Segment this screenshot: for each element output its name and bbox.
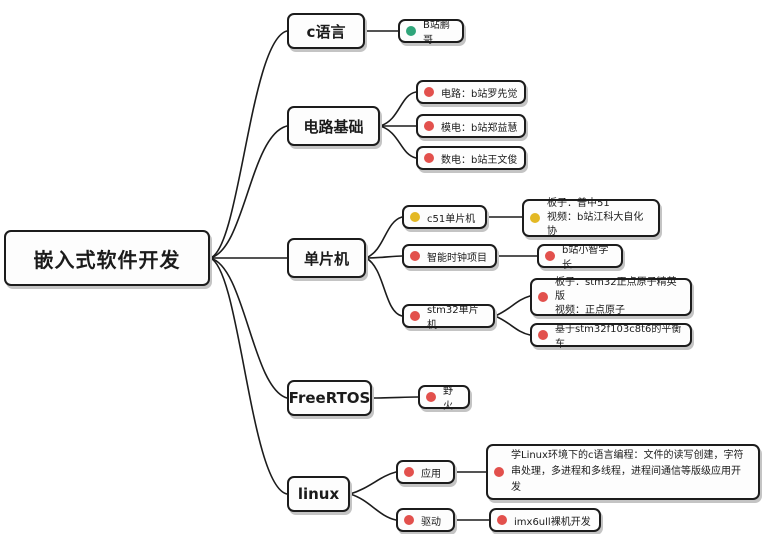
leaf-line: 发 xyxy=(511,482,521,493)
node-label: stm32单片机 xyxy=(427,305,479,331)
red-dot-icon xyxy=(494,467,504,477)
red-dot-icon xyxy=(424,87,434,97)
branch-label: c语言 xyxy=(306,22,346,41)
leaf-stm32-project[interactable]: 基于stm32f103c8t6的平衡车 xyxy=(530,323,692,350)
link-root-circuit xyxy=(209,125,288,259)
link-circuit-3 xyxy=(379,125,417,159)
link-mcu-stm32 xyxy=(365,257,403,317)
link-root-c xyxy=(209,30,288,259)
leaf-c-resource[interactable]: B站鹏哥 xyxy=(398,19,464,46)
leaf-label: 野火 xyxy=(443,386,453,412)
node-label: 应用 xyxy=(421,468,441,480)
branch-linux[interactable]: linux xyxy=(287,476,350,512)
branch-freertos[interactable]: FreeRTOS xyxy=(287,380,372,416)
link-linux-app xyxy=(349,471,397,495)
leaf-line: 板子：stm32正点原子精英版 xyxy=(555,277,677,302)
branch-label: linux xyxy=(297,485,340,503)
leaf-lines: 板子：stm32正点原子精英版 视频：正点原子 xyxy=(555,276,684,318)
node-linux-app[interactable]: 应用 xyxy=(396,460,455,484)
red-dot-icon xyxy=(424,153,434,163)
branch-circuit-basics[interactable]: 电路基础 xyxy=(287,106,380,146)
link-root-rtos xyxy=(209,257,288,399)
red-dot-icon xyxy=(497,515,507,525)
leaf-rtos-resource[interactable]: 野火 xyxy=(418,385,470,412)
branch-label: 单片机 xyxy=(303,249,349,268)
red-dot-icon xyxy=(538,292,548,302)
node-linux-driver[interactable]: 驱动 xyxy=(396,508,455,532)
node-label: 驱动 xyxy=(421,516,441,528)
leaf-circuit-2[interactable]: 模电：b站郑益慧 xyxy=(416,114,526,138)
red-dot-icon xyxy=(404,467,414,477)
leaf-linux-app-detail[interactable]: 学Linux环境下的c语言编程：文件的读写创建，字符 串处理，多进程和多线程，进… xyxy=(486,444,760,500)
red-dot-icon xyxy=(545,251,555,261)
leaf-label: 模电：b站郑益慧 xyxy=(441,122,518,134)
leaf-line: 板子：普中51 xyxy=(547,198,610,209)
branch-c-language[interactable]: c语言 xyxy=(287,13,365,49)
red-dot-icon xyxy=(410,251,420,261)
node-smart-clock[interactable]: 智能时钟项目 xyxy=(402,244,497,268)
red-dot-icon xyxy=(424,121,434,131)
link-stm32-a xyxy=(494,295,531,317)
red-dot-icon xyxy=(538,330,548,340)
leaf-stm32-board[interactable]: 板子：stm32正点原子精英版 视频：正点原子 xyxy=(530,276,692,318)
leaf-label: b站小智学长 xyxy=(562,245,609,271)
leaf-line: 串处理，多进程和多线程，进程间通信等版级应用开 xyxy=(511,466,741,477)
leaf-line: 视频：正点原子 xyxy=(555,305,625,316)
link-stm32-b xyxy=(494,315,531,336)
root-label: 嵌入式软件开发 xyxy=(33,247,181,272)
link-circuit-1 xyxy=(379,91,417,127)
leaf-circuit-1[interactable]: 电路：b站罗先觉 xyxy=(416,80,526,104)
leaf-label: B站鹏哥 xyxy=(423,20,450,46)
yellow-dot-icon xyxy=(530,213,540,223)
leaf-circuit-3[interactable]: 数电：b站王文俊 xyxy=(416,146,526,170)
node-stm32[interactable]: stm32单片机 xyxy=(402,304,495,331)
node-label: 智能时钟项目 xyxy=(427,252,487,264)
leaf-label: 数电：b站王文俊 xyxy=(441,154,518,166)
leaf-line: 学Linux环境下的c语言编程：文件的读写创建，字符 xyxy=(511,450,744,461)
link-root-linux xyxy=(209,257,288,495)
yellow-dot-icon xyxy=(410,212,420,222)
branch-label: 电路基础 xyxy=(303,117,364,136)
link-rtos-item xyxy=(371,396,419,399)
leaf-line: 视频：b站江科大自化协 xyxy=(547,212,644,237)
leaf-label: 电路：b站罗先觉 xyxy=(441,88,518,100)
red-dot-icon xyxy=(410,311,420,321)
node-label: c51单片机 xyxy=(427,213,476,225)
red-dot-icon xyxy=(404,515,414,525)
leaf-linux-driver-detail[interactable]: imx6ull裸机开发 xyxy=(489,508,601,532)
leaf-clock-detail[interactable]: b站小智学长 xyxy=(537,244,623,271)
node-c51[interactable]: c51单片机 xyxy=(402,205,487,229)
link-mcu-clock xyxy=(365,255,403,259)
leaf-c51-detail[interactable]: 板子：普中51 视频：b站江科大自化协 xyxy=(522,197,660,239)
red-dot-icon xyxy=(426,392,436,402)
branch-mcu[interactable]: 单片机 xyxy=(287,238,366,278)
leaf-lines: 板子：普中51 视频：b站江科大自化协 xyxy=(547,197,652,239)
link-mcu-c51 xyxy=(365,216,403,259)
link-linux-driver xyxy=(349,493,397,521)
leaf-label: 基于stm32f103c8t6的平衡车 xyxy=(555,324,682,350)
leaf-label: imx6ull裸机开发 xyxy=(514,516,591,528)
root-node[interactable]: 嵌入式软件开发 xyxy=(4,230,210,286)
leaf-lines: 学Linux环境下的c语言编程：文件的读写创建，字符 串处理，多进程和多线程，进… xyxy=(511,448,743,496)
green-dot-icon xyxy=(406,26,416,36)
branch-label: FreeRTOS xyxy=(288,389,371,407)
